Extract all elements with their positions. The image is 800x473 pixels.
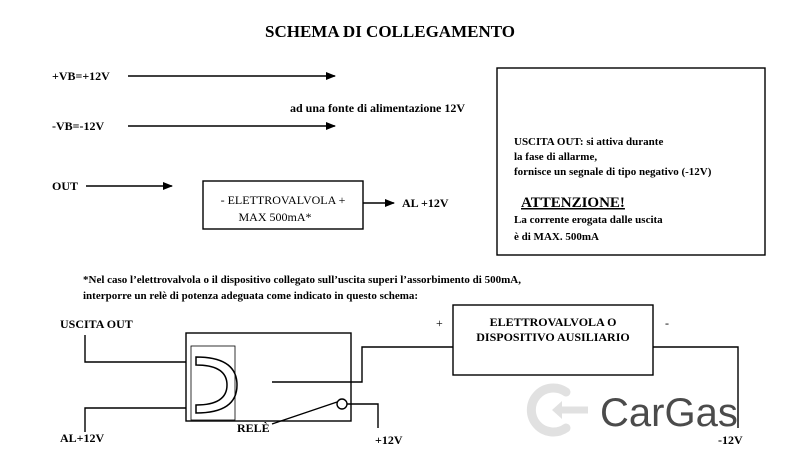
label-uscita-out: USCITA OUT xyxy=(60,317,133,331)
label-power-source: ad una fonte di alimentazione 12V xyxy=(290,101,465,115)
valve-max-current: MAX 500mA* xyxy=(238,210,311,224)
label-vb-minus: -VB=-12V xyxy=(52,119,105,133)
wire-uscita-out xyxy=(84,335,186,363)
device-minus-sign: - xyxy=(665,316,669,330)
relay-pivot xyxy=(336,398,348,410)
warning-line-2: è di MAX. 500mA xyxy=(514,231,599,243)
note-line-1: *Nel caso l’elettrovalvola o il disposit… xyxy=(83,274,521,286)
valve-box xyxy=(202,180,364,230)
wire-minus12 xyxy=(653,346,739,428)
info-box xyxy=(496,67,766,256)
label-al-plus-bottom: AL+12V xyxy=(60,431,105,445)
valve-label: - ELETTROVALVOLA + xyxy=(221,193,346,207)
note-line-2: interporre un relè di potenza adeguata c… xyxy=(83,290,418,302)
label-plus12: +12V xyxy=(375,433,403,447)
device-line-1: ELETTROVALVOLA O xyxy=(490,315,617,329)
relay-coil-box xyxy=(190,345,236,421)
wire-to-device xyxy=(351,346,453,383)
label-minus12: -12V xyxy=(718,433,743,447)
info-line-2: la fase di allarme, xyxy=(514,151,597,163)
label-out: OUT xyxy=(52,179,78,193)
attention-heading: ATTENZIONE! xyxy=(521,195,625,211)
warning-line-1: La corrente erogata dalle uscita xyxy=(514,214,663,226)
wire-plus12 xyxy=(347,403,379,428)
info-line-1: USCITA OUT: si attiva durante xyxy=(514,136,663,148)
wire-al-plus xyxy=(84,407,186,432)
label-rele: RELÈ xyxy=(237,421,270,435)
device-line-2: DISPOSITIVO AUSILIARIO xyxy=(476,330,629,344)
relay-box xyxy=(185,332,352,422)
relay-coil-symbol xyxy=(195,356,238,414)
diagram-title: SCHEMA DI COLLEGAMENTO xyxy=(265,22,515,41)
label-vb-plus: +VB=+12V xyxy=(52,69,110,83)
relay-switch-blade xyxy=(271,400,341,425)
watermark-text: CarGas xyxy=(600,391,738,435)
info-line-3: fornisce un segnale di tipo negativo (-1… xyxy=(514,166,712,178)
label-al-plus-top: AL +12V xyxy=(402,196,449,210)
cargas-logo-icon xyxy=(526,383,588,437)
device-plus-sign: + xyxy=(436,316,443,330)
device-box xyxy=(452,304,654,376)
